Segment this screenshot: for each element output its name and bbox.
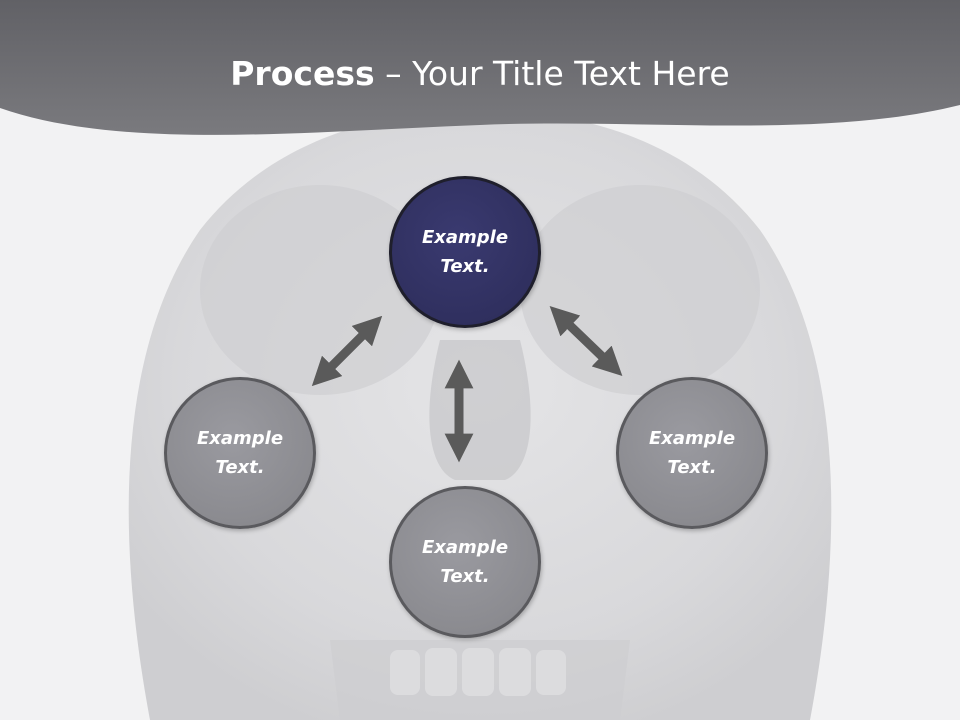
arrow-left-top <box>311 315 383 387</box>
header-band <box>0 0 960 135</box>
node-left-label: Example Text. <box>196 428 284 478</box>
slide-title: Process – Your Title Text Here <box>0 52 960 96</box>
title-bold: Process <box>230 54 375 93</box>
process-node-right: Example Text. <box>616 377 768 529</box>
process-node-left: Example Text. <box>164 377 316 529</box>
arrow-right-top <box>549 306 623 376</box>
process-node-top: Example Text. <box>389 176 541 328</box>
node-top-label: Example Text. <box>421 227 509 277</box>
process-node-bottom: Example Text. <box>389 486 541 638</box>
title-rest: – Your Title Text Here <box>374 54 730 93</box>
node-right-label: Example Text. <box>648 428 736 478</box>
node-bottom-label: Example Text. <box>421 537 509 587</box>
